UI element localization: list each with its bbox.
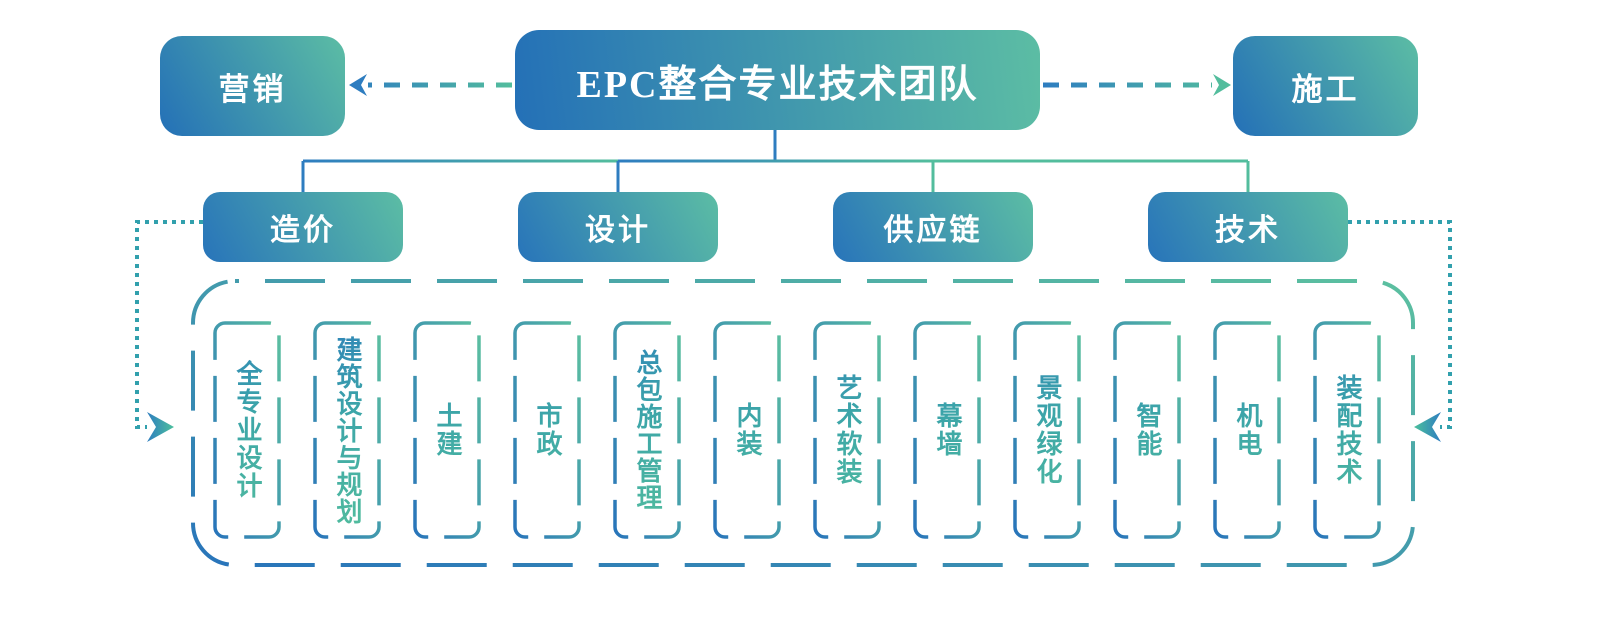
node-branch-supplychain: 供应链 [833,192,1033,262]
node-epc-team: EPC整合专业技术团队 [515,30,1040,130]
specialty-box-border [613,321,681,539]
node-marketing: 营销 [160,36,345,136]
specialty-box-border [1013,321,1081,539]
specialty-mechanical-electrical: 机电 [1215,323,1279,537]
specialty-architecture-design-planning: 建筑设计与规划 [315,323,379,537]
specialty-box-border [1313,321,1381,539]
arrow-head-left-icon [349,74,367,96]
node-branch-cost: 造价 [203,192,403,262]
specialty-box-border [913,321,981,539]
specialty-interior: 内装 [715,323,779,537]
node-branch-technology: 技术 [1148,192,1348,262]
specialty-landscape-greening: 景观绿化 [1015,323,1079,537]
specialty-municipal: 市政 [515,323,579,537]
arrow-head-right-icon [1213,74,1231,96]
specialty-box-border [313,321,381,539]
node-construction-label: 施工 [1291,71,1360,107]
specialty-box-border [413,321,481,539]
specialty-box-border [713,321,781,539]
dotted-loop-left-arrow-head-icon [147,412,174,442]
specialty-general-contracting-management: 总包施工管理 [615,323,679,537]
node-branch-design: 设计 [518,192,718,262]
node-construction: 施工 [1233,36,1418,136]
specialty-box-border [1213,321,1281,539]
specialty-full-discipline-design: 全专业设计 [215,323,279,537]
node-branch-supplychain-label: 供应链 [883,214,983,247]
specialty-box-border [813,321,881,539]
specialty-box-border [213,321,281,539]
node-branch-technology-label: 技术 [1215,214,1281,247]
tree-connector [301,130,1250,192]
dotted-loop-right-arrow-head-icon [1414,412,1441,442]
node-branch-design-label: 设计 [585,214,651,247]
node-marketing-label: 营销 [218,71,287,107]
specialties-container-border [191,279,1415,567]
specialty-curtain-wall: 幕墙 [915,323,979,537]
node-branch-cost-label: 造价 [270,214,336,247]
node-epc-team-label: EPC整合专业技术团队 [576,63,979,106]
specialty-art-soft-furnishing: 艺术软装 [815,323,879,537]
specialty-box-border [1113,321,1181,539]
specialty-borders-group [213,321,1381,539]
specialty-box-border [513,321,581,539]
specialty-civil-construction: 土建 [415,323,479,537]
specialty-intelligent: 智能 [1115,323,1179,537]
specialty-assembly-technology: 装配技术 [1315,323,1379,537]
